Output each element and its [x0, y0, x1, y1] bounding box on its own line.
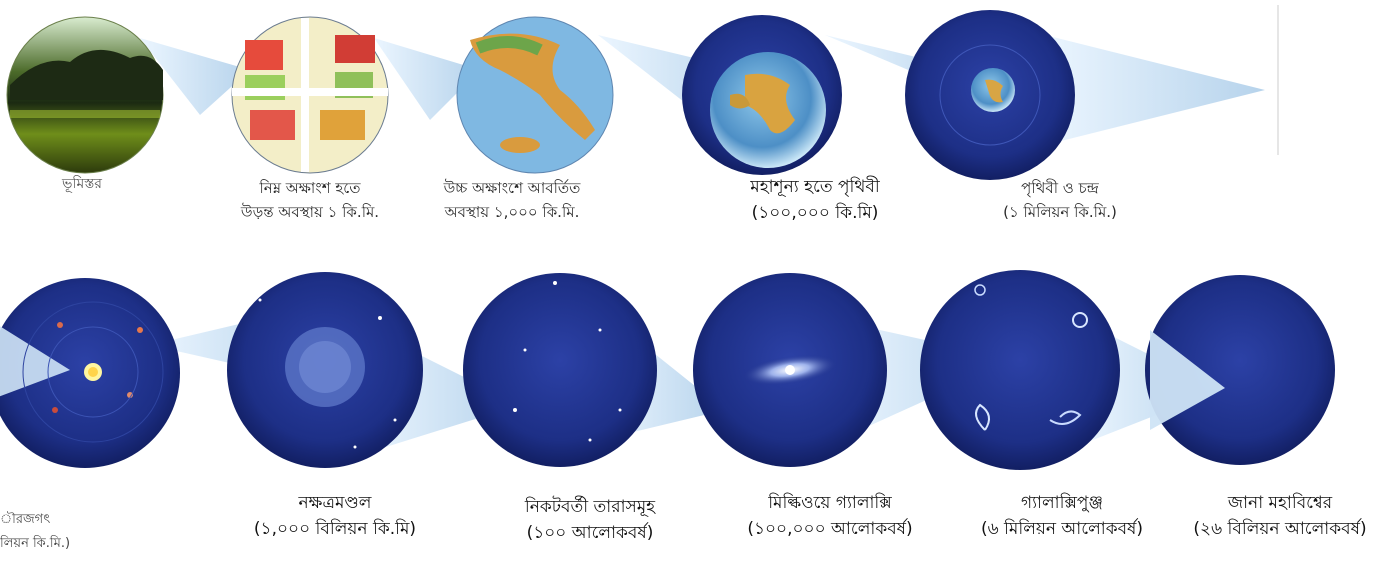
earth-moon-circle [905, 10, 1075, 180]
known-universe-circle [1145, 275, 1335, 465]
caption-galaxy-cluster: গ্যালাক্সিপুঞ্জ (৬ মিলিয়ন আলোকবর্ষ) [980, 493, 1144, 539]
city-circle [231, 16, 389, 174]
caption-landscape: ভূমিস্তর [62, 176, 102, 192]
caption-known-universe: জানা মহাবিশ্বের (২৬ বিলিয়ন আলোকবর্ষ) [1193, 493, 1367, 539]
constellation-circle [227, 272, 423, 468]
milky-way-circle [693, 273, 887, 467]
italy-circle [456, 16, 614, 174]
caption-city: নিম্ন অক্ষাংশ হতে উড়ন্ত অবস্থায় ১ কি.ম… [240, 179, 380, 221]
caption-solar-system-partial: ৗরজগৎ লিয়ন কি.মি.) [0, 512, 71, 551]
earth-space-circle [682, 15, 842, 175]
nearby-stars-circle [463, 273, 657, 467]
caption-nearby-stars: নিকটবর্তী তারাসমূহ (১০০ আলোকবর্ষ) [524, 497, 656, 543]
caption-italy: উচ্চ অক্ষাংশে আবর্তিত অবস্থায় ১,০০০ কি.… [443, 179, 581, 221]
caption-milky-way: মিল্কিওয়ে গ্যালাক্সি (১০০,০০০ আলোকবর্ষ) [747, 493, 913, 539]
solar-system-circle [0, 278, 180, 468]
landscape-circle [6, 16, 164, 174]
caption-constellation: নক্ষত্রমণ্ডল (১,০০০ বিলিয়ন কি.মি) [253, 493, 417, 539]
galaxy-cluster-circle [920, 270, 1120, 470]
caption-earth-moon: পৃথিবী ও চন্দ্র (১ মিলিয়ন কি.মি.) [1003, 179, 1117, 221]
caption-earth-space: মহাশূন্য হতে পৃথিবী (১০০,০০০ কি.মি) [750, 177, 880, 223]
